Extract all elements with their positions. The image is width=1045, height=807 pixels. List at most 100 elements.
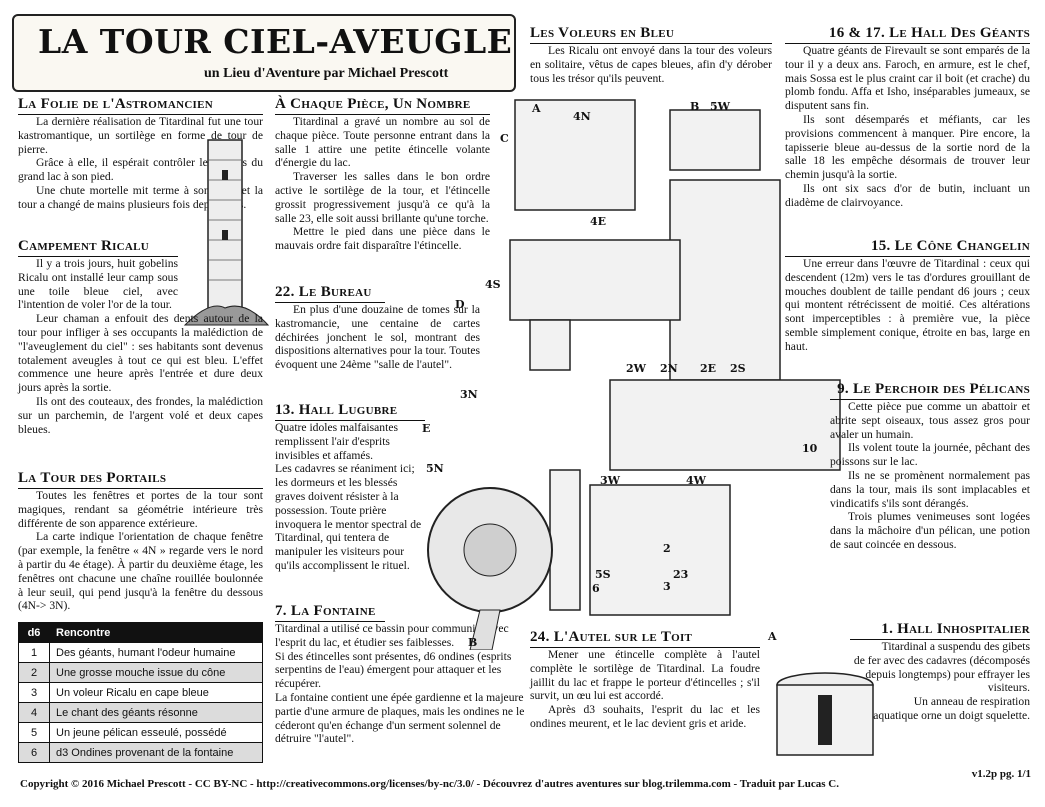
map-label: 6 xyxy=(592,582,600,595)
section-body: Titardinal a gravé un nombre au sol de c… xyxy=(275,115,490,253)
map-label: D xyxy=(455,298,465,311)
table-cell: d3 Ondines provenant de la fontaine xyxy=(49,742,263,763)
section-folie: La Folie de l'Astromancien La dernière r… xyxy=(18,96,263,212)
altar-illustration xyxy=(770,660,880,760)
paragraph: Quatre géants de Firevault se sont empar… xyxy=(785,44,1030,113)
section-title: 24. L'Autel sur le Toit xyxy=(530,629,760,648)
section-campement: Campement Ricalu Il y a trois jours, hui… xyxy=(18,238,263,436)
section-autel: 24. L'Autel sur le Toit Mener une étince… xyxy=(530,629,760,731)
paragraph: Titardinal a utilisé ce bassin pour comm… xyxy=(275,622,509,649)
table-cell: 1 xyxy=(18,642,50,663)
section-pelicans: 9. Le Perchoir des Pélicans Cette pièce … xyxy=(830,381,1030,552)
section-body: Toutes les fenêtres et portes de la tour… xyxy=(18,489,263,613)
paragraph: Titardinal a suspendu des gibets de fer … xyxy=(853,640,1030,695)
paragraph: Trois plumes venimeuses sont logées dans… xyxy=(830,510,1030,551)
paragraph: Toutes les fenêtres et portes de la tour… xyxy=(18,489,263,530)
paragraph: En plus d'une douzaine de tomes sur la k… xyxy=(275,303,480,372)
paragraph: Traverser les salles dans le bon ordre a… xyxy=(275,170,490,225)
table-header: d6 Rencontre xyxy=(18,622,263,643)
paragraph: Les Ricalu ont envoyé dans la tour des v… xyxy=(530,44,772,85)
map-label: 5S xyxy=(595,568,611,581)
section-title: La Folie de l'Astromancien xyxy=(18,96,263,115)
paragraph: Ils ont six sacs d'or de butin, incluant… xyxy=(785,181,1030,209)
map-label: 4E xyxy=(590,215,606,228)
table-cell: Le chant des géants résonne xyxy=(49,702,263,723)
section-cone: 15. Le Cône Changelin Une erreur dans l'… xyxy=(785,238,1030,354)
section-title: 15. Le Cône Changelin xyxy=(785,238,1030,257)
section-body: Cette pièce pue comme un abattoir et abr… xyxy=(830,400,1030,552)
paragraph: Ils ne se promènent normalement pas dans… xyxy=(830,468,1030,510)
map-label: 2 xyxy=(663,542,671,555)
paragraph: La dernière réalisation de Titardinal fu… xyxy=(18,115,263,156)
section-body: La dernière réalisation de Titardinal fu… xyxy=(18,115,263,212)
paragraph: Il y a trois jours, huit gobelins Ricalu… xyxy=(18,257,178,312)
map-label: 2E xyxy=(700,362,716,375)
map-label: C xyxy=(500,132,509,145)
table-cell: 2 xyxy=(18,662,50,683)
section-title: À Chaque Pièce, Un Nombre xyxy=(275,96,490,115)
map-label: A xyxy=(767,630,777,643)
section-voleurs: Les Voleurs en Bleu Les Ricalu ont envoy… xyxy=(530,25,772,85)
page-title: LA TOUR CIEL-AVEUGLE xyxy=(38,22,513,61)
map-label: B xyxy=(690,100,699,113)
map-label: 3 xyxy=(663,580,671,593)
map-label: 2W xyxy=(626,362,647,375)
section-title: 16 & 17. Le Hall Des Géants xyxy=(785,25,1030,44)
table-cell: 5 xyxy=(18,722,50,743)
section-body: Mener une étincelle complète à l'autel c… xyxy=(530,648,760,731)
section-title: Campement Ricalu xyxy=(18,238,178,257)
section-body-cont: Leur chaman a enfouit des dents autour d… xyxy=(18,312,263,436)
column-header: Rencontre xyxy=(49,622,263,643)
map-label: 3W xyxy=(600,474,621,487)
section-nombre: À Chaque Pièce, Un Nombre Titardinal a g… xyxy=(275,96,490,253)
table-cell: Des géants, humant l'odeur humaine xyxy=(49,642,263,663)
map-label: B xyxy=(468,636,477,649)
paragraph: Mettre le pied dans une pièce dans le ma… xyxy=(275,225,490,253)
section-title: 22. Le Bureau xyxy=(275,284,385,303)
paragraph: Une chute mortelle mit terme à son plan,… xyxy=(18,183,263,211)
map-label: 4N xyxy=(573,110,591,123)
paragraph: Après d3 souhaits, l'esprit du lac et le… xyxy=(530,703,760,730)
section-fontaine: 7. La Fontaine Titardinal a utilisé ce b… xyxy=(275,603,525,746)
section-body: Une erreur dans l'œuvre de Titardinal : … xyxy=(785,257,1030,354)
table-cell: Une grosse mouche issue du cône xyxy=(49,662,263,683)
map-label: 3N xyxy=(460,388,478,401)
paragraph: Une erreur dans l'œuvre de Titardinal : … xyxy=(785,257,1030,353)
section-body: Titardinal a suspendu des gibets de fer … xyxy=(850,640,1030,723)
map-label: E xyxy=(422,422,430,435)
section-geants: 16 & 17. Le Hall Des Géants Quatre géant… xyxy=(785,25,1030,210)
paragraph: Grâce à elle, il espérait contrôler les … xyxy=(18,156,263,184)
column-header: d6 xyxy=(18,622,50,643)
section-body: Quatre géants de Firevault se sont empar… xyxy=(785,44,1030,210)
table-cell: Un voleur Ricalu en cape bleue xyxy=(49,682,263,703)
paragraph: Mener une étincelle complète à l'autel c… xyxy=(530,648,760,703)
map-label: 4W xyxy=(686,474,707,487)
map-label: 5W xyxy=(710,100,731,113)
map-label: A xyxy=(531,102,541,115)
section-title: Les Voleurs en Bleu xyxy=(530,25,772,44)
title-banner: LA TOUR CIEL-AVEUGLE un Lieu d'Aventure … xyxy=(12,14,516,92)
map-label: 2S xyxy=(730,362,746,375)
section-body: En plus d'une douzaine de tomes sur la k… xyxy=(275,303,480,372)
section-title: La Tour des Portails xyxy=(18,470,263,489)
map-label: 23 xyxy=(673,568,688,581)
paragraph: Leur chaman a enfouit des dents autour d… xyxy=(18,312,263,395)
paragraph: Titardinal a gravé un nombre au sol de c… xyxy=(275,115,490,170)
section-title: 7. La Fontaine xyxy=(275,603,385,622)
section-body: Il y a trois jours, huit gobelins Ricalu… xyxy=(18,257,178,312)
paragraph: Ils sont désemparés et méfiants, car les… xyxy=(785,112,1030,182)
section-body: Les Ricalu ont envoyé dans la tour des v… xyxy=(530,44,772,85)
table-cell: Un jeune pélican esseulé, possédé xyxy=(49,722,263,743)
page-subtitle: un Lieu d'Aventure par Michael Prescott xyxy=(204,66,449,81)
paragraph: Quatre idoles malfaisantes remplissent l… xyxy=(275,421,398,462)
tower-map: A C D E B 4N 5W B 4E 4S 2W 2N 2E 2S 3N 3… xyxy=(420,90,900,651)
paragraph: Cette pièce pue comme un abattoir et abr… xyxy=(830,400,1030,441)
map-label: 10 xyxy=(802,442,818,455)
table-cell: 4 xyxy=(18,702,50,723)
